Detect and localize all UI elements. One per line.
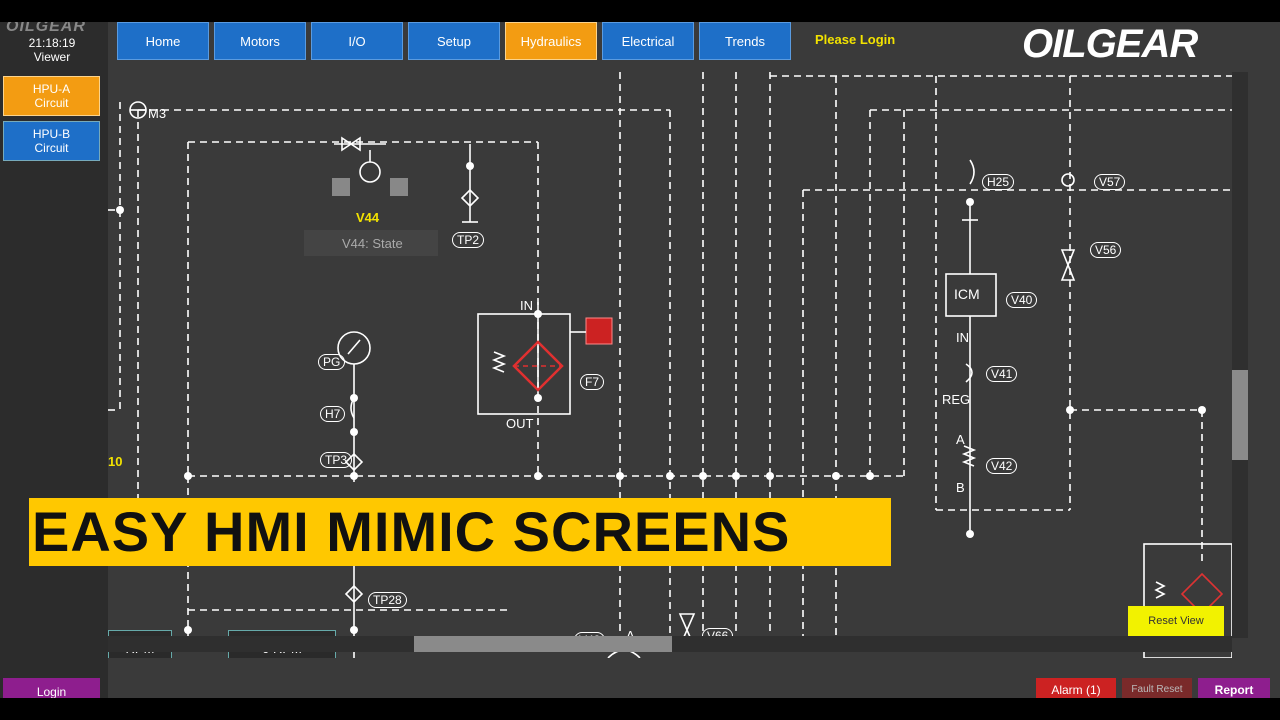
top-letterbox <box>0 0 1280 22</box>
brand-small-logo: OILGEAR <box>6 22 86 35</box>
hpu-b-circuit-label: HPU-B Circuit <box>32 127 71 155</box>
tab-motors[interactable]: Motors <box>214 22 306 60</box>
horizontal-scrollbar-thumb[interactable] <box>414 636 672 652</box>
v41-tag: V41 <box>986 366 1018 382</box>
user-role: Viewer <box>33 50 71 64</box>
tab-hydraulics[interactable]: Hydraulics <box>505 22 597 60</box>
m3-label: M3 <box>148 106 167 121</box>
hpu-b-circuit-button[interactable]: HPU-B Circuit <box>3 121 100 161</box>
left-panel: OILGEAR 21:18:19 Viewer HPU-A Circuit HP… <box>0 22 108 698</box>
h25-tag: H25 <box>982 174 1015 190</box>
vertical-scrollbar-thumb[interactable] <box>1232 370 1248 460</box>
reg-label: REG <box>942 392 971 407</box>
tab-trends[interactable]: Trends <box>699 22 791 60</box>
v56-tag: V56 <box>1090 242 1122 258</box>
brand-logo: OILGEAR <box>1022 22 1198 66</box>
title-banner-text: EASY HMI MIMIC SCREENS <box>32 500 791 563</box>
title-banner <box>29 498 891 566</box>
edge-label-10: 10 <box>108 454 123 469</box>
login-button[interactable]: Login <box>3 678 100 698</box>
v44-state-label: V44: State <box>342 236 403 251</box>
v40-tag: V40 <box>1006 292 1038 308</box>
bottom-letterbox <box>0 698 1280 720</box>
valve-b-label: B <box>956 480 965 495</box>
v42-tag: V42 <box>986 458 1018 474</box>
icm-in-label: IN <box>956 330 969 345</box>
alarm-button[interactable]: Alarm (1) <box>1036 678 1116 698</box>
h7-tag: H7 <box>320 406 346 422</box>
valve-a2-label: A <box>626 628 635 643</box>
fault-reset-button[interactable]: Fault Reset <box>1122 678 1192 698</box>
hpu-a-circuit-button[interactable]: HPU-A Circuit <box>3 76 100 116</box>
icm-label: ICM <box>954 286 980 302</box>
hpu-a-circuit-label: HPU-A Circuit <box>32 82 71 110</box>
hydraulic-diagram[interactable]: M3 V44 V44: State IN OUT IN REG A B A IC… <box>108 62 1232 658</box>
filter-out-label: OUT <box>506 416 534 431</box>
hydraulic-schematic <box>108 72 1232 658</box>
v44-label: V44 <box>356 210 380 225</box>
tp2-tag: TP2 <box>452 232 485 248</box>
please-login-link[interactable]: Please Login <box>815 32 896 47</box>
hmi-screen: OILGEAR 21:18:19 Viewer HPU-A Circuit HP… <box>0 22 1280 698</box>
tab-electrical[interactable]: Electrical <box>602 22 694 60</box>
pg-tag: PG <box>318 354 346 370</box>
tp3-tag: TP3 <box>320 452 353 468</box>
vertical-scrollbar[interactable] <box>1232 72 1248 638</box>
tab-setup[interactable]: Setup <box>408 22 500 60</box>
reset-view-button[interactable]: Reset View <box>1128 606 1224 636</box>
tp28-tag: TP28 <box>368 592 407 608</box>
f7-tag: F7 <box>580 374 605 390</box>
v57-tag: V57 <box>1094 174 1126 190</box>
tab-home[interactable]: Home <box>117 22 209 60</box>
tab-io[interactable]: I/O <box>311 22 403 60</box>
valve-a-label: A <box>956 432 965 447</box>
clock: 21:18:19 <box>28 36 76 50</box>
report-button[interactable]: Report <box>1198 678 1270 698</box>
filter-in-label: IN <box>520 298 533 313</box>
